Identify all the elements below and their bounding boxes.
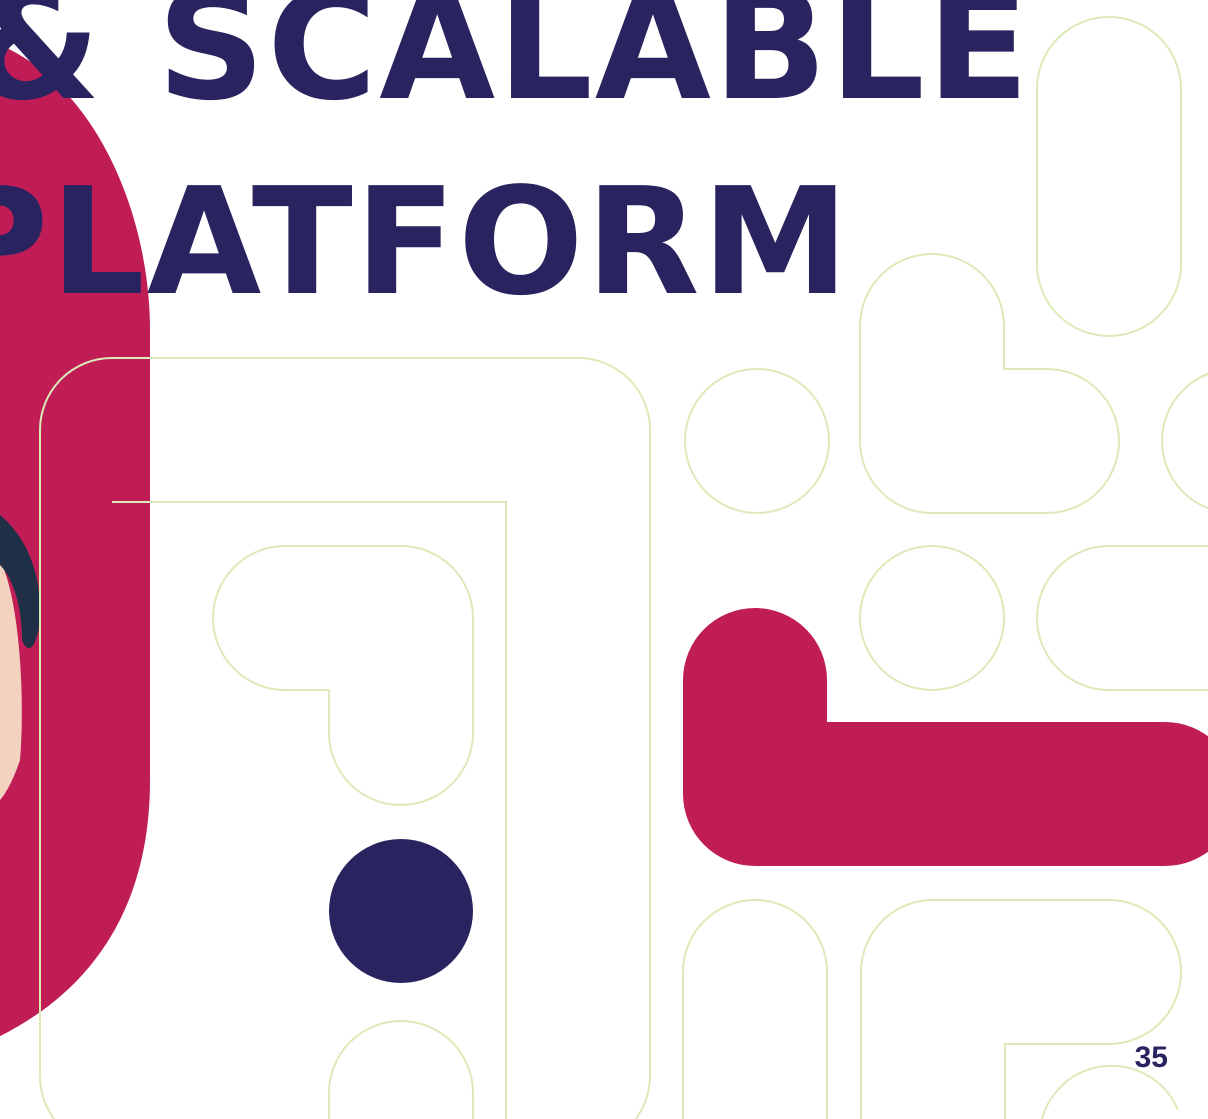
headline-line-2: PLATFORM [0,156,851,328]
arch-bottom-middle [682,899,828,1119]
portrait-frame [0,44,150,1037]
ring-right-edge [1161,372,1208,510]
portrait-photo-hair [0,515,41,649]
ring-1 [684,368,830,514]
bend-shape-top [859,253,1120,514]
pill-vertical-top-right [1036,16,1182,337]
arch-bottom-right [1041,1064,1179,1119]
navy-dot [329,839,473,983]
arch-bottom-left [328,1020,474,1119]
bend-shape-left [212,545,474,806]
outline-inner-bend [112,501,507,1119]
bend-shape-bottom-right [860,899,1182,1119]
pill-horizontal-left [39,357,651,1119]
crimson-l-shape [683,608,1208,866]
portrait-photo-skin [0,560,22,800]
outline-shapes [39,16,1208,1119]
ring-2 [859,545,1005,691]
headline-line-1: & SCALABLE [0,0,1032,134]
page-number: 35 [1134,1041,1168,1074]
pill-right-edge [1036,545,1208,691]
